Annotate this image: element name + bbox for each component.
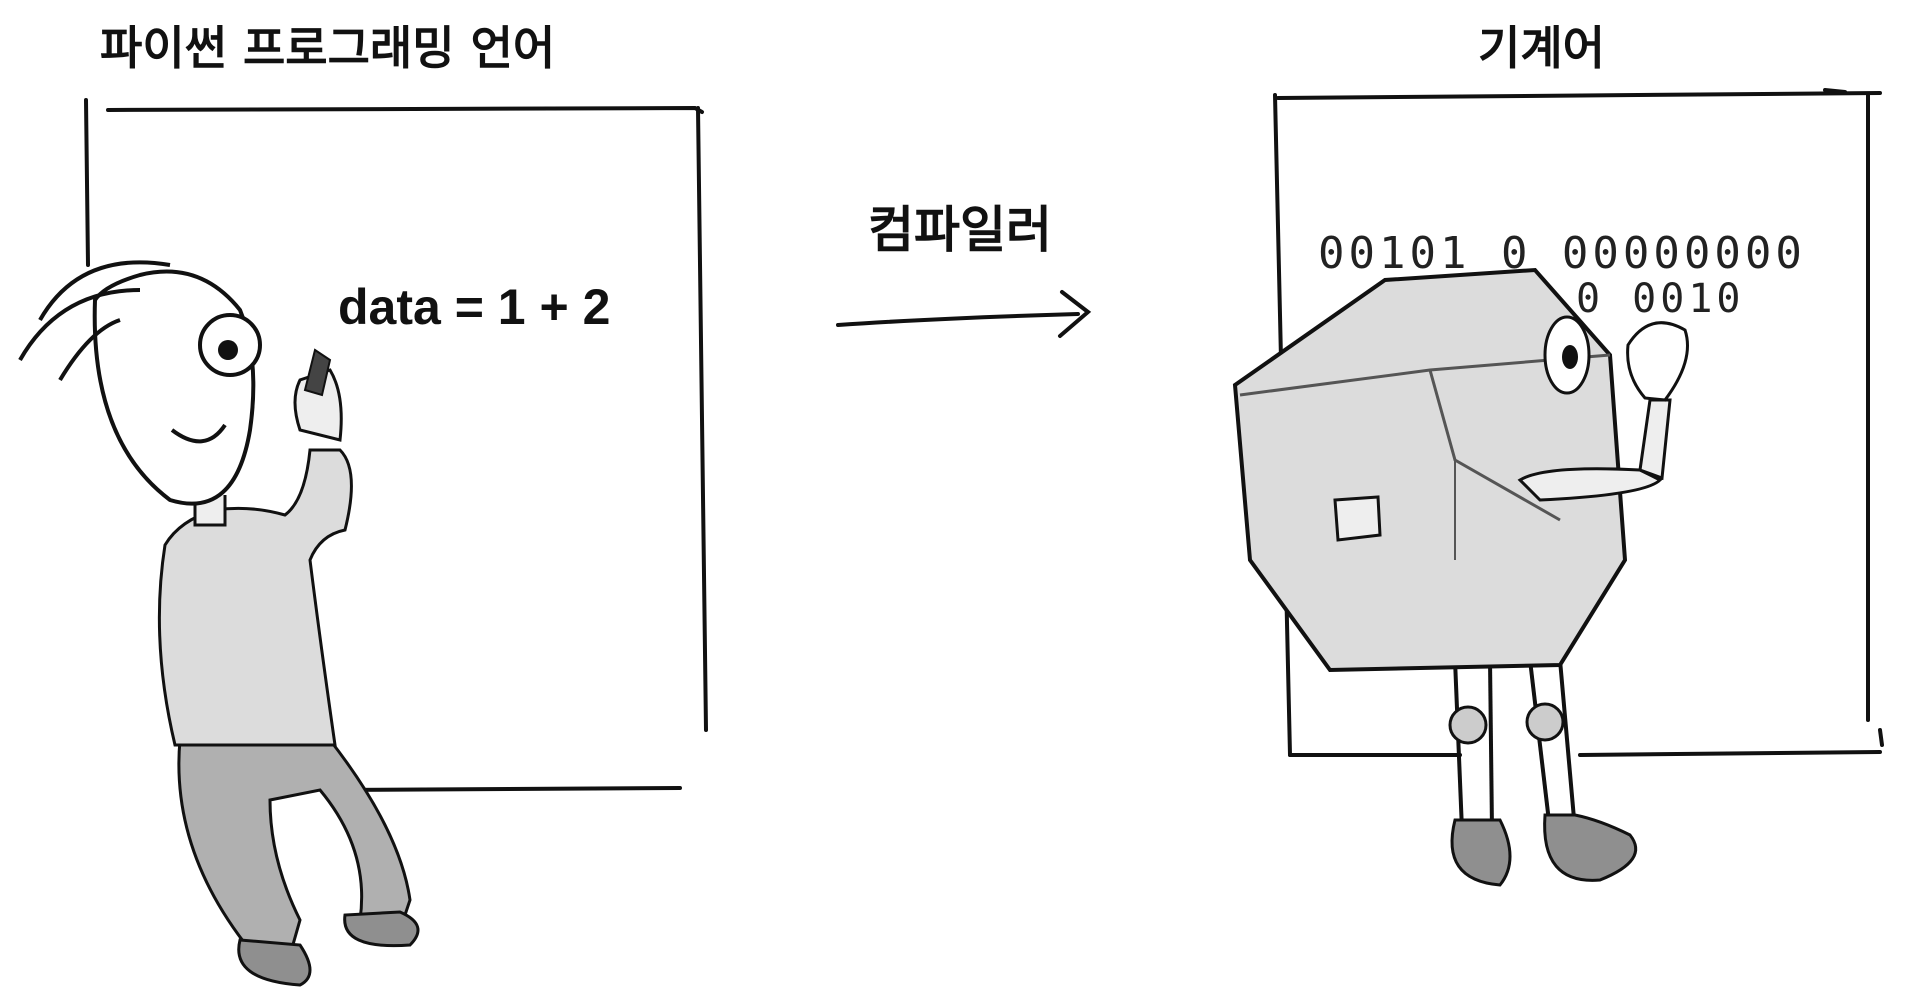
robot-figure bbox=[1232, 267, 1689, 887]
programmer-figure bbox=[18, 260, 420, 987]
python-language-title: 파이썬 프로그래밍 언어 bbox=[100, 21, 556, 75]
left-whiteboard bbox=[84, 98, 708, 792]
right-whiteboard bbox=[1273, 88, 1884, 757]
binary-code-line-1: 00101 0 00000000 bbox=[1318, 228, 1806, 279]
binary-code-line-2: 0 0010 bbox=[1576, 276, 1745, 322]
machine-code-title: 기계어 bbox=[1478, 21, 1605, 75]
compiler-label: 컴파일러 bbox=[868, 201, 1052, 259]
python-code-text: data = 1 + 2 bbox=[338, 279, 611, 335]
compiler-arrow bbox=[836, 290, 1092, 338]
